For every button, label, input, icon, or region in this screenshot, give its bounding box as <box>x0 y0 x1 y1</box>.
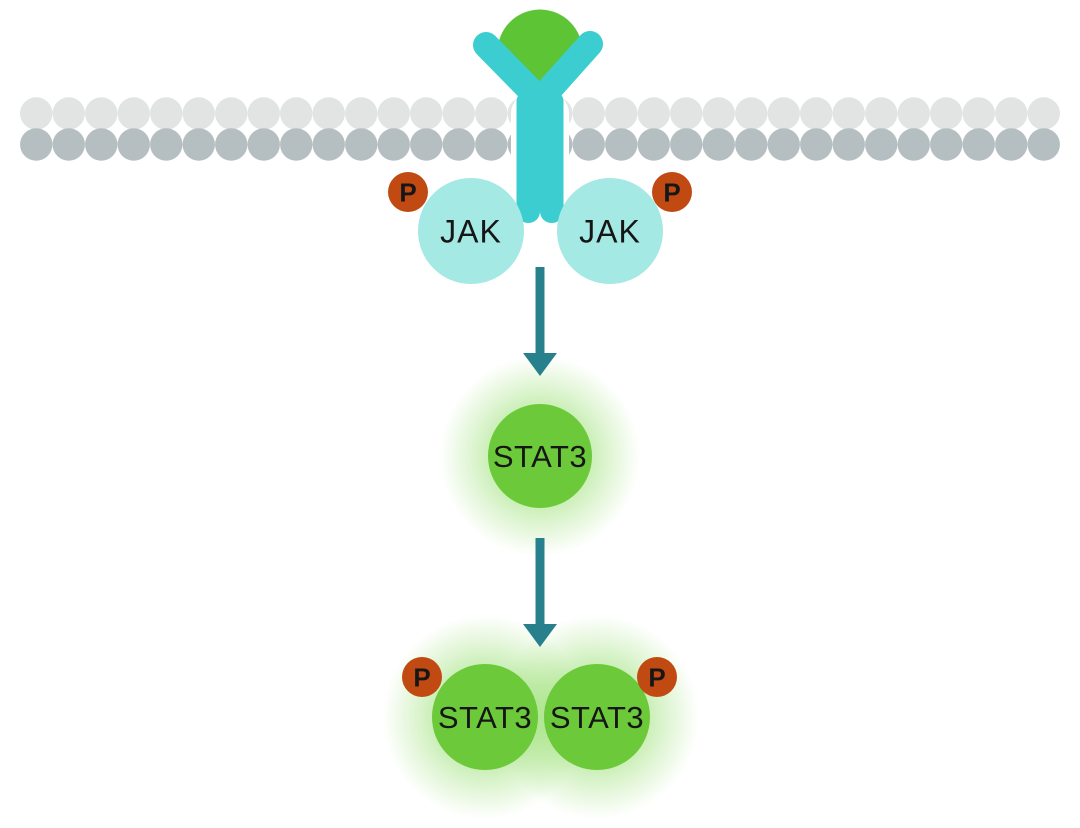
receptor-stem-joint <box>522 90 558 140</box>
phospho-badge-dimer-left: P <box>402 657 442 697</box>
stat3-label: STAT3 <box>493 439 587 474</box>
stat3-dimer-right-node: STAT3 <box>544 664 650 770</box>
jak-right-label: JAK <box>579 214 641 250</box>
phospho-badge-letter: P <box>663 177 680 207</box>
phospho-badge-jak-right: P <box>652 172 692 212</box>
stat3-dimer-right-label: STAT3 <box>550 700 644 735</box>
stat3-circle <box>488 404 592 508</box>
stat3-dimer-left-label: STAT3 <box>438 700 532 735</box>
jak-left-node: JAK <box>418 178 524 284</box>
stat3-node: STAT3 <box>488 404 592 508</box>
jak-left-label: JAK <box>440 214 502 250</box>
phospho-badge-letter: P <box>648 662 665 692</box>
jak-right-node: JAK <box>557 178 663 284</box>
phospho-badge-circle <box>652 172 692 212</box>
jak-left-circle <box>418 178 524 284</box>
phospho-badge-circle <box>402 657 442 697</box>
phospho-badge-letter: P <box>413 662 430 692</box>
phospho-badge-circle <box>637 657 677 697</box>
phospho-badge-dimer-right: P <box>637 657 677 697</box>
stat3-dimer-left-circle <box>432 664 538 770</box>
phospho-badge-circle <box>388 172 428 212</box>
stat3-dimer-left-node: STAT3 <box>432 664 538 770</box>
phospho-badge-jak-left: P <box>388 172 428 212</box>
arrow-jak-to-stat3-icon <box>523 267 557 376</box>
receptor-icon <box>473 31 603 223</box>
stat3-dimer-right-circle <box>544 664 650 770</box>
phospho-badge-letter: P <box>399 177 416 207</box>
arrow-stat3-to-dimer-icon <box>523 538 557 647</box>
jak-right-circle <box>557 178 663 284</box>
